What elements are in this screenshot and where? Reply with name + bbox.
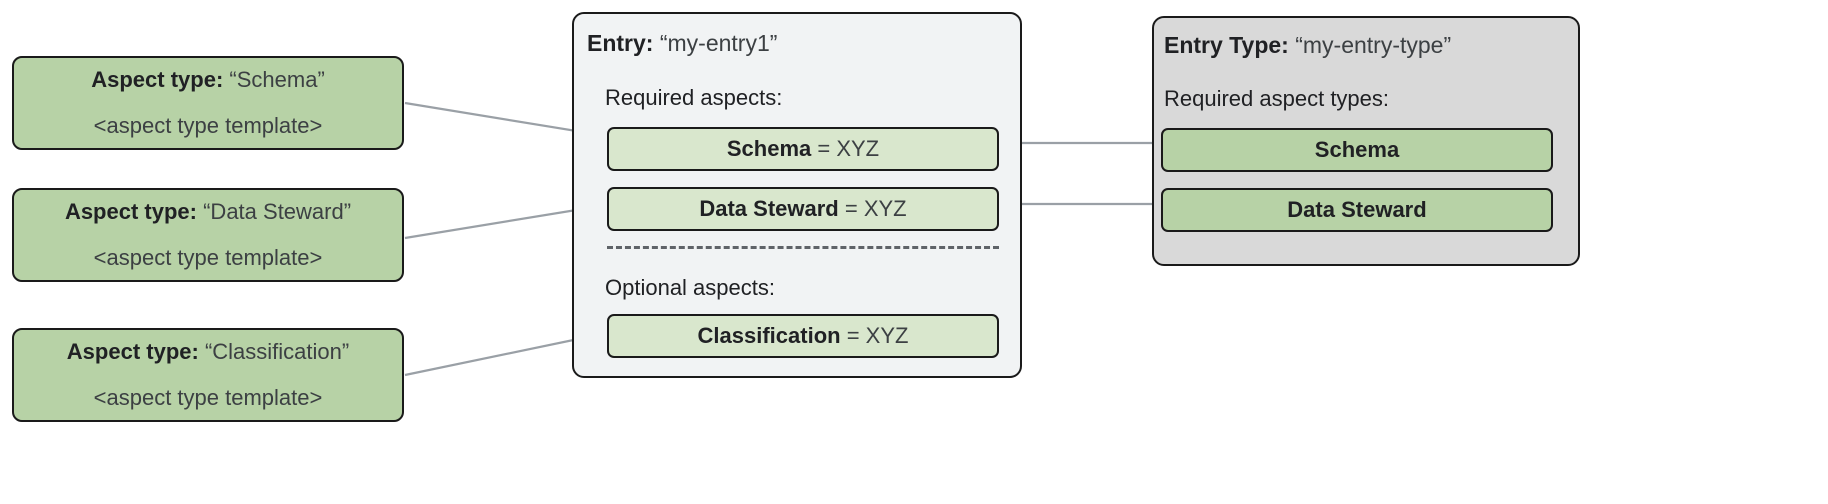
entry-required-aspect-data-steward[interactable]: Data Steward = XYZ — [607, 187, 999, 231]
required-aspect-types-label: Required aspect types: — [1164, 86, 1390, 111]
entry-required-aspect-schema[interactable]: Schema = XYZ — [607, 127, 999, 171]
aspect-type-card-data-steward[interactable]: Aspect type: “Data Steward” <aspect type… — [12, 188, 404, 282]
type-chip-name: Schema — [1314, 137, 1400, 162]
aspect-type-card-classification[interactable]: Aspect type: “Classification” <aspect ty… — [12, 328, 404, 422]
aspect-type-card-schema[interactable]: Aspect type: “Schema” <aspect type templ… — [12, 56, 404, 150]
entry-type-required-aspect-type-data-steward[interactable]: Data Steward — [1161, 188, 1553, 232]
aspect-type-template: <aspect type template> — [93, 113, 323, 138]
entry-panel[interactable]: Entry: “my-entry1” Required aspects: Sch… — [572, 12, 1022, 378]
entry-optional-aspect-classification[interactable]: Classification = XYZ — [607, 314, 999, 358]
aspect-type-name: “Classification” — [204, 338, 350, 364]
aspect-chip-name: Classification — [697, 323, 841, 348]
entry-key-label: Entry: — [587, 30, 654, 56]
required-aspects-label: Required aspects: — [605, 85, 783, 110]
aspect-chip-value: = XYZ — [817, 136, 880, 161]
aspect-type-title: Aspect type: “Classification” — [66, 338, 350, 364]
aspect-type-template: <aspect type template> — [93, 385, 323, 410]
entry-type-required-aspect-type-schema[interactable]: Schema — [1161, 128, 1553, 172]
aspect-type-key-label: Aspect type: — [64, 198, 197, 224]
entry-panel-title: Entry: “my-entry1” — [587, 30, 777, 57]
required-optional-divider — [607, 246, 999, 249]
aspect-type-template: <aspect type template> — [93, 245, 323, 270]
entry-type-panel-title: Entry Type: “my-entry-type” — [1164, 32, 1451, 59]
aspect-chip-value: = XYZ — [846, 323, 909, 348]
aspect-type-title: Aspect type: “Schema” — [91, 66, 325, 92]
aspect-chip-value: = XYZ — [844, 196, 907, 221]
aspect-type-title: Aspect type: “Data Steward” — [64, 198, 352, 224]
entry-type-key-label: Entry Type: — [1164, 32, 1289, 58]
aspect-chip-name: Data Steward — [699, 196, 839, 221]
aspect-type-key-label: Aspect type: — [91, 66, 224, 92]
aspect-chip-name: Schema — [726, 136, 812, 161]
entry-type-panel[interactable]: Entry Type: “my-entry-type” Required asp… — [1152, 16, 1580, 266]
entry-type-name: “my-entry-type” — [1295, 32, 1452, 58]
entry-name: “my-entry1” — [659, 30, 778, 56]
aspect-type-name: “Schema” — [229, 66, 325, 92]
optional-aspects-label: Optional aspects: — [605, 275, 775, 300]
aspect-type-name: “Data Steward” — [203, 198, 352, 224]
aspect-type-key-label: Aspect type: — [66, 338, 199, 364]
type-chip-name: Data Steward — [1287, 197, 1427, 222]
